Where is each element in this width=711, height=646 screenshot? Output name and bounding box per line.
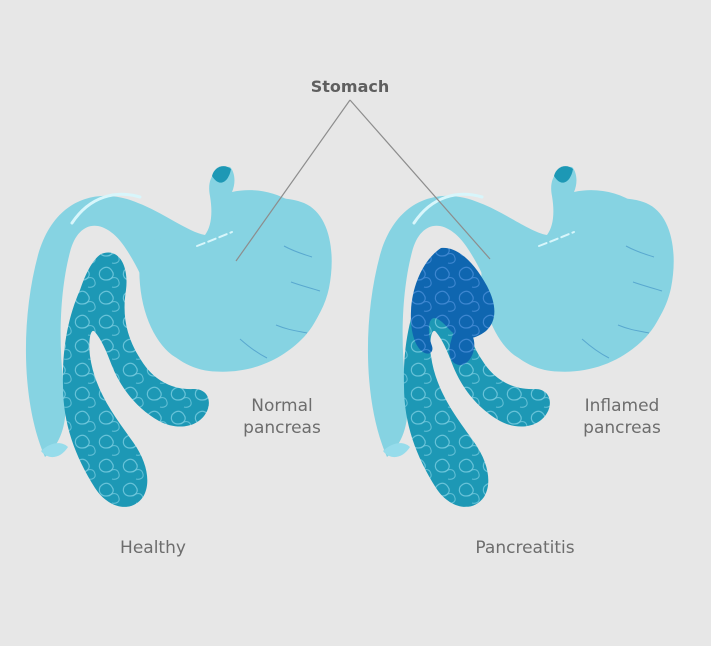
- healthy-esophagus-opening: [212, 166, 231, 183]
- healthy-vein-1: [283, 245, 313, 258]
- pancreatitis-vein-4: [581, 338, 610, 359]
- healthy-caption: Healthy: [120, 538, 186, 558]
- pancreatitis-caption: Pancreatitis: [475, 538, 575, 558]
- healthy-organ-group: [25, 166, 332, 507]
- healthy-highlight-stomach: [196, 231, 233, 247]
- pancreatitis-vein-3: [617, 324, 650, 334]
- healthy-vein-3: [275, 324, 308, 334]
- normal-pancreas-label: Normal pancreas: [243, 396, 321, 438]
- inflamed-pancreas-label: Inflamed pancreas: [583, 396, 661, 438]
- stomach-callout-left: [235, 99, 351, 262]
- pancreatitis-inflamed-region: [410, 247, 495, 354]
- healthy-highlight-top: [70, 192, 142, 225]
- pancreatitis-esophagus-opening: [554, 166, 573, 183]
- healthy-duodenum-end: [41, 443, 68, 458]
- pancreatitis-highlight-stomach: [538, 231, 575, 247]
- pancreatitis-inflamed-extension: [449, 327, 475, 366]
- pancreatitis-duodenum-end: [383, 443, 410, 458]
- pancreatitis-organ-group: [367, 166, 674, 507]
- stomach-callout-right: [349, 99, 491, 260]
- stomach-label: Stomach: [310, 77, 390, 96]
- healthy-vein-4: [239, 338, 268, 359]
- pancreatitis-vein-1: [625, 245, 655, 258]
- pancreatitis-highlight-top: [412, 192, 484, 225]
- healthy-vein-2: [290, 281, 321, 292]
- pancreatitis-vein-2: [632, 281, 663, 292]
- healthy-pancreas: [62, 252, 209, 507]
